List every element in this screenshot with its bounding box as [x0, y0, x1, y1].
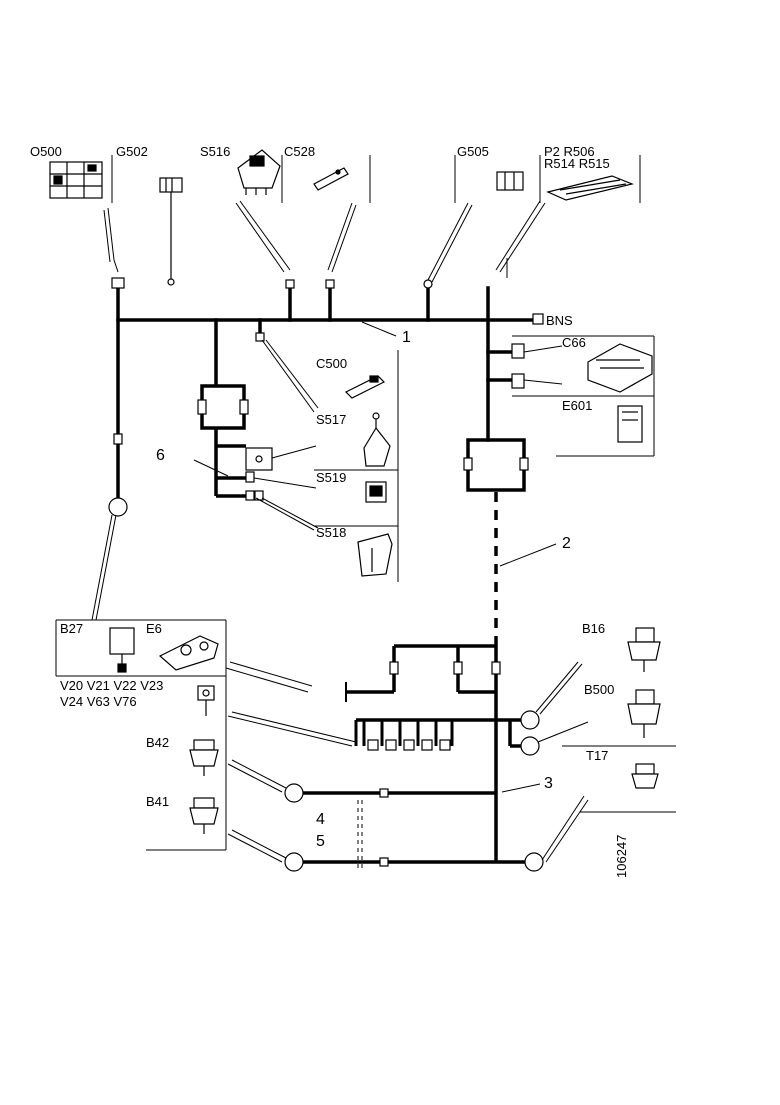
module-c66-icon	[587, 343, 653, 393]
sender-t17-icon	[631, 763, 659, 789]
module-e601-icon	[617, 405, 643, 443]
center-loop-connectors	[463, 457, 529, 471]
label-s519: S519	[316, 470, 346, 485]
label-s517: S517	[316, 412, 346, 427]
harness-number-5: 5	[316, 833, 325, 850]
connector-c528-icon	[313, 167, 349, 191]
lower-connectors	[284, 661, 544, 872]
leader-2	[499, 543, 557, 567]
switch-leader-lines	[253, 339, 319, 531]
bulb-holder-icon	[197, 685, 215, 716]
switch-panel	[314, 350, 399, 582]
connector-c528	[325, 279, 335, 289]
top-leader-lines	[103, 200, 546, 283]
label-s518: S518	[316, 525, 346, 540]
label-b42: B42	[146, 735, 169, 750]
label-e6: E6	[146, 621, 162, 636]
left-lower-leader-lines	[91, 514, 357, 863]
left-lower-panel	[55, 619, 227, 851]
leader-3	[501, 783, 541, 793]
label-p2-r506: P2 R506	[544, 144, 595, 159]
leader-1	[361, 321, 397, 337]
ecu-connectors	[511, 343, 525, 389]
ecu-panel	[512, 335, 655, 457]
connector-g505	[423, 279, 433, 289]
lamp-e6-icon	[158, 635, 219, 671]
label-b41: B41	[146, 794, 169, 809]
harness-number-6: 6	[156, 447, 165, 464]
switch-loop-connectors	[197, 399, 273, 501]
harness-number-3: 3	[544, 775, 553, 792]
sensor-b42-icon	[189, 739, 219, 776]
switch-loop-harness	[200, 384, 246, 498]
lower-harness	[296, 644, 534, 864]
label-c66: C66	[562, 335, 586, 350]
connector-g502-icon	[159, 177, 183, 286]
document-number: 106247	[614, 835, 629, 878]
harness-number-1: 1	[402, 329, 411, 346]
connector-s516	[285, 279, 295, 289]
label-o500: O500	[30, 144, 62, 159]
center-loop-harness	[466, 438, 526, 492]
sensor-b16-icon	[627, 627, 661, 672]
label-v-row2: V24 V63 V76	[60, 694, 137, 709]
label-c528: C528	[284, 144, 315, 159]
label-r514-r515: R514 R515	[544, 156, 610, 171]
harness-connectors	[108, 277, 544, 517]
switch-s518-icon	[357, 533, 393, 577]
resistor-pack-icon	[546, 175, 634, 201]
lamp-drop-lines	[354, 720, 454, 746]
label-v-row1: V20 V21 V22 V23	[60, 678, 163, 693]
label-b16: B16	[582, 621, 605, 636]
sensor-b41-icon	[189, 797, 219, 834]
lower-dashed-ticks	[357, 800, 363, 870]
ecu-leader-lines	[523, 345, 563, 385]
switch-s516-icon	[237, 149, 281, 195]
label-s516: S516	[200, 144, 230, 159]
label-t17: T17	[586, 748, 608, 763]
label-g502: G502	[116, 144, 148, 159]
label-g505: G505	[457, 144, 489, 159]
harness-number-4: 4	[316, 811, 325, 828]
label-b500: B500	[584, 682, 614, 697]
right-lower-panel	[562, 745, 676, 813]
grommet-left	[108, 497, 128, 517]
connector-c500	[255, 332, 265, 342]
connector-c500-icon	[344, 375, 386, 399]
harness-number-2: 2	[562, 535, 571, 552]
switch-s517-icon	[363, 412, 391, 467]
connector-b27-line	[113, 433, 123, 445]
main-harness	[116, 285, 535, 502]
sensor-b27-icon	[109, 627, 135, 673]
label-bns: BNS	[546, 313, 573, 328]
label-c500: C500	[316, 356, 347, 371]
leader-6	[193, 459, 229, 477]
sensor-b500-icon	[627, 689, 661, 738]
connector-bns	[532, 313, 544, 325]
label-b27: B27	[60, 621, 83, 636]
relay-box-o500-icon	[49, 161, 103, 199]
connector-g505-icon	[496, 171, 524, 191]
switch-s519-icon	[365, 481, 387, 503]
connector-o500	[111, 277, 125, 289]
right-lower-leader-lines	[535, 661, 589, 863]
top-component-panel	[111, 155, 641, 203]
label-e601: E601	[562, 398, 592, 413]
